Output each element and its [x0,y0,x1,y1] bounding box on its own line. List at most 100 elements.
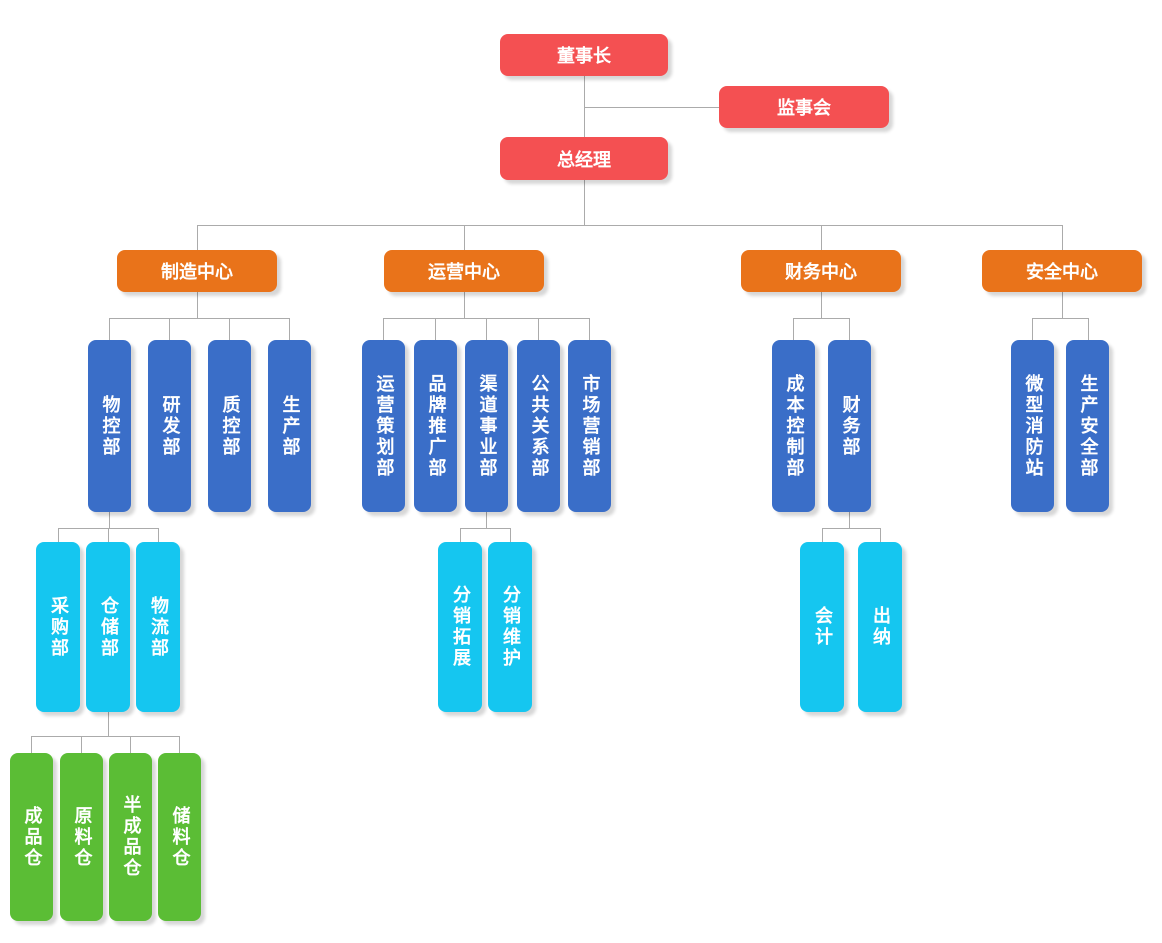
node-rd-dept[interactable]: 研发部 [148,340,191,512]
node-finance-center[interactable]: 财务中心 [741,250,901,292]
connector-line [880,528,881,542]
connector-line [383,318,384,340]
node-production-safety-dept[interactable]: 生产安全部 [1066,340,1109,512]
connector-line [589,318,590,340]
node-manufacturing-center[interactable]: 制造中心 [117,250,277,292]
connector-line [197,225,198,250]
connector-line [849,512,850,528]
connector-line [58,528,59,542]
node-brand-promotion-dept[interactable]: 品牌推广部 [414,340,457,512]
node-finance-dept[interactable]: 财务部 [828,340,871,512]
connector-line [849,318,850,340]
node-distribution-expansion[interactable]: 分销拓展 [438,542,482,712]
connector-line [435,318,436,340]
connector-line [1062,292,1063,318]
node-channel-business-dept[interactable]: 渠道事业部 [465,340,508,512]
connector-line [584,107,719,108]
connector-line [538,318,539,340]
node-label: 质控部 [219,394,241,458]
connector-line [197,225,1063,226]
node-marketing-dept[interactable]: 市场营销部 [568,340,611,512]
node-label: 运营策划部 [373,373,395,479]
node-label: 监事会 [777,98,831,119]
node-label: 制造中心 [161,262,233,283]
node-purchasing-dept[interactable]: 采购部 [36,542,80,712]
connector-line [486,512,487,528]
connector-line [1032,318,1088,319]
node-semi-finished-warehouse[interactable]: 半成品仓 [109,753,152,921]
node-raw-material-warehouse[interactable]: 原料仓 [60,753,103,921]
node-label: 物流部 [148,595,169,659]
node-label: 物控部 [99,394,121,458]
node-cashier[interactable]: 出纳 [858,542,902,712]
node-chairman[interactable]: 董事长 [500,34,668,76]
node-public-relations-dept[interactable]: 公共关系部 [517,340,560,512]
connector-line [822,528,880,529]
node-label: 市场营销部 [579,373,601,479]
node-label: 品牌推广部 [425,373,447,479]
node-material-storage-warehouse[interactable]: 储料仓 [158,753,201,921]
node-logistics-dept[interactable]: 物流部 [136,542,180,712]
connector-line [793,318,850,319]
node-label: 生产安全部 [1077,373,1099,479]
node-label: 仓储部 [98,595,119,659]
node-label: 微型消防站 [1022,373,1044,479]
connector-line [179,736,180,753]
node-general-manager[interactable]: 总经理 [500,137,668,180]
connector-line [289,318,290,340]
node-supervisory-board[interactable]: 监事会 [719,86,889,128]
node-warehousing-dept[interactable]: 仓储部 [86,542,130,712]
node-micro-fire-station[interactable]: 微型消防站 [1011,340,1054,512]
node-label: 总经理 [557,149,611,171]
connector-line [229,318,230,340]
connector-line [130,736,131,753]
node-label: 生产部 [279,394,301,458]
connector-line [460,528,461,542]
connector-line [109,512,110,528]
node-accounting[interactable]: 会计 [800,542,844,712]
node-label: 储料仓 [169,805,191,869]
node-quality-control-dept[interactable]: 质控部 [208,340,251,512]
node-operations-planning-dept[interactable]: 运营策划部 [362,340,405,512]
node-material-control-dept[interactable]: 物控部 [88,340,131,512]
node-finished-goods-warehouse[interactable]: 成品仓 [10,753,53,921]
connector-line [158,528,159,542]
connector-line [1062,225,1063,250]
node-label: 原料仓 [71,805,93,869]
connector-line [108,712,109,736]
node-safety-center[interactable]: 安全中心 [982,250,1142,292]
connector-line [584,180,585,225]
connector-line [822,528,823,542]
node-label: 分销拓展 [450,585,471,669]
node-label: 成品仓 [21,805,43,869]
connector-line [486,318,487,340]
connector-line [821,225,822,250]
node-label: 分销维护 [500,585,521,669]
node-label: 采购部 [48,595,69,659]
connector-line [460,528,510,529]
connector-line [31,736,180,737]
connector-line [31,736,32,753]
connector-line [821,292,822,318]
node-production-dept[interactable]: 生产部 [268,340,311,512]
node-cost-control-dept[interactable]: 成本控制部 [772,340,815,512]
node-label: 成本控制部 [783,373,805,479]
node-label: 出纳 [870,606,891,648]
node-label: 渠道事业部 [476,373,498,479]
connector-line [169,318,170,340]
connector-line [793,318,794,340]
node-label: 董事长 [557,46,611,67]
node-label: 研发部 [159,394,181,458]
connector-line [197,292,198,318]
node-label: 运营中心 [428,262,500,283]
node-operations-center[interactable]: 运营中心 [384,250,544,292]
connector-line [109,318,290,319]
node-label: 半成品仓 [120,795,142,879]
node-label: 公共关系部 [528,373,550,479]
node-label: 财务中心 [785,262,857,283]
connector-line [109,318,110,340]
node-distribution-maintenance[interactable]: 分销维护 [488,542,532,712]
connector-line [464,292,465,318]
connector-line [1088,318,1089,340]
